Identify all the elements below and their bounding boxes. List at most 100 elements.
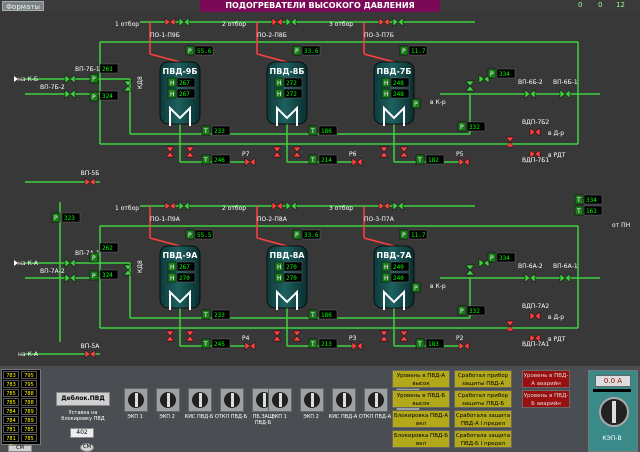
alarm-button-7[interactable]: Сработала защита ПВД-Б I предел	[454, 430, 512, 448]
a-switch-0[interactable]	[268, 388, 292, 412]
line_a-po-valve-0[interactable]	[164, 201, 176, 211]
line_a-v6-2[interactable]	[524, 273, 536, 283]
line_a-drain-valve-1[interactable]	[272, 330, 282, 342]
line_a-po-valve2-2[interactable]	[392, 201, 404, 211]
b-switch-2[interactable]	[188, 388, 212, 412]
line_a-vdp2[interactable]	[529, 311, 541, 321]
alarm-red-1[interactable]: Уровень в ПВД-Б аварийн	[522, 390, 570, 408]
line_a-drain-valve-0[interactable]	[165, 330, 175, 342]
alarm-button-6[interactable]: Блокировка ПВД-Б вкл	[392, 430, 450, 448]
line_b-valve-2[interactable]	[64, 89, 76, 99]
line_a-v6-1[interactable]	[559, 273, 571, 283]
a-switch-1[interactable]	[300, 388, 324, 412]
line_a-drain-valve2-0[interactable]	[185, 330, 195, 342]
line_b-po-valve-1[interactable]	[271, 17, 283, 27]
line_b-drain-valve-2[interactable]	[379, 146, 389, 158]
line_a-tt-0-tag	[201, 309, 211, 320]
valve-5b[interactable]	[84, 177, 96, 187]
line_a-valve-1-label: ВП-7А-1	[75, 250, 100, 257]
line_a-kd-valve-r[interactable]	[465, 264, 475, 276]
line_b-kd-valve-r[interactable]	[465, 80, 475, 92]
line_a-po-valve-1[interactable]	[271, 201, 283, 211]
alarm-button-5[interactable]: Сработала защита ПВД-А I предел	[454, 410, 512, 428]
b-switch-1[interactable]	[156, 388, 180, 412]
line_b-pump-valve-1[interactable]	[351, 157, 363, 167]
line_b-kd-valve[interactable]	[123, 80, 133, 92]
line_a-valve-2[interactable]	[64, 273, 76, 283]
line_a-po-valve2-1[interactable]	[285, 201, 297, 211]
line_b-h2v-1: 272	[286, 91, 297, 98]
line_b-h2-1-tag	[274, 88, 284, 99]
a-switch-2[interactable]	[332, 388, 356, 412]
line_a-drain-valve2-1[interactable]	[292, 330, 302, 342]
line_b-h2-0-tag	[167, 88, 177, 99]
a-switch-3[interactable]	[364, 388, 388, 412]
valve-5a[interactable]	[84, 349, 96, 359]
line_b-po-valve2-2[interactable]	[392, 17, 404, 27]
line_a-h1v-1: 270	[286, 264, 297, 271]
line_a-heater-name-1: ПВД-8А	[270, 251, 306, 260]
line_b-pump-valve-0[interactable]	[244, 157, 256, 167]
line_b-po-valve-0[interactable]	[164, 17, 176, 27]
line_b-po-valve2-1[interactable]	[285, 17, 297, 27]
line_a-po-valve2-0[interactable]	[178, 201, 190, 211]
formats-menu-button[interactable]: Форматы	[2, 1, 44, 11]
line_a-po-valve-2[interactable]	[378, 201, 390, 211]
line_b-pp-0-tag	[185, 45, 195, 56]
line_b-valve-2-label: ВП-7Б-2	[40, 84, 65, 91]
line_a-ok-valve[interactable]	[505, 320, 515, 332]
alarm-button-0[interactable]: Уровень в ПВД-А высок	[392, 370, 450, 388]
line_b-tap2-2	[363, 53, 395, 63]
sm-button[interactable]: СМ	[8, 445, 32, 452]
a-switch-label-0: ЭКП 1	[271, 414, 287, 420]
setpoint-value[interactable]: 402	[70, 428, 94, 438]
line_a-valve-1[interactable]	[64, 258, 76, 268]
line_b-pv-0: 55.6	[197, 48, 212, 55]
line_b-drain-valve2-0[interactable]	[185, 146, 195, 158]
b-switch-3[interactable]	[220, 388, 244, 412]
mini-cell-4-1: 789	[21, 407, 37, 415]
line_b-valve-1[interactable]	[64, 74, 76, 84]
bottom-circle-button[interactable]: СМ	[80, 443, 94, 452]
line_b-drain-valve-1[interactable]	[272, 146, 282, 158]
gauge-knob[interactable]	[599, 397, 629, 427]
deblock-pvd-button[interactable]: Деблок.ПВД	[56, 392, 110, 406]
line_b-pump-valve-2[interactable]	[458, 157, 470, 167]
line_a-h2v-0-box	[176, 272, 196, 283]
alarm-button-2[interactable]: Уровень в ПВД-Б высок	[392, 390, 450, 408]
alarm-button-1[interactable]: Сработал прибор защиты ПВД-А	[454, 370, 512, 388]
line_b-vdp2[interactable]	[529, 127, 541, 137]
line_a-tv-1: 186	[321, 312, 332, 319]
line_a-vdp1[interactable]	[529, 333, 541, 343]
alarm-button-3[interactable]: Сработал прибор защиты ПВД-Б	[454, 390, 512, 408]
line_b-ok-valve[interactable]	[505, 136, 515, 148]
line_a-pump-valve-0[interactable]	[244, 341, 256, 351]
line_b-po-valve-2[interactable]	[378, 17, 390, 27]
line_b-v6-2[interactable]	[524, 89, 536, 99]
line_b-po-valve2-0[interactable]	[178, 17, 190, 27]
line_a-tt-1-letter: T	[310, 312, 315, 319]
mini-cell-6-0: 781 Т	[3, 425, 19, 441]
line_a-heater-name-0: ПВД-9А	[163, 251, 199, 260]
line_b-out-valve[interactable]	[478, 74, 490, 84]
line_b-h1-2-letter: H	[384, 80, 389, 87]
clock-m: 0	[598, 1, 603, 9]
line_a-kd-valve[interactable]	[123, 264, 133, 276]
line_a-drain-valve2-2[interactable]	[399, 330, 409, 342]
line_b-drain-valve2-2[interactable]	[399, 146, 409, 158]
line_b-vdp1[interactable]	[529, 149, 541, 159]
line_b-drain-valve-0[interactable]	[165, 146, 175, 158]
line_a-drain-valve-2[interactable]	[379, 330, 389, 342]
b-v324: 324	[102, 93, 113, 100]
line_b-v6-1[interactable]	[559, 89, 571, 99]
alarm-button-4[interactable]: Блокировка ПВД-А вкл	[392, 410, 450, 428]
b-switch-0[interactable]	[124, 388, 148, 412]
alarm-red-0[interactable]: Уровень в ПВД-А аварийн	[522, 370, 570, 388]
line_a-inlet-label: на К-А	[18, 260, 39, 267]
line_a-pump-valve-2[interactable]	[458, 341, 470, 351]
line_b-drain-valve2-1[interactable]	[292, 146, 302, 158]
line_b-po-label-2: ПО-3-П7Б	[364, 32, 394, 39]
line_a-out-valve[interactable]	[478, 258, 490, 268]
line_a-pump-valve-1[interactable]	[351, 341, 363, 351]
line_a-h2v-0: 270	[179, 275, 190, 282]
